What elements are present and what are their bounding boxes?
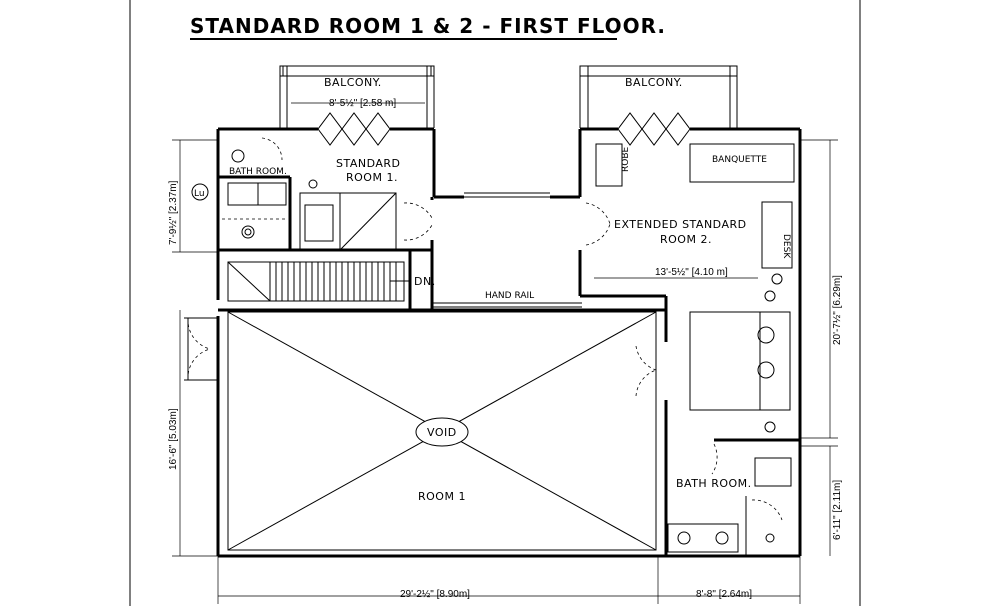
lu-label: Lu	[194, 189, 205, 199]
void-label: VOID	[427, 426, 457, 439]
standard-room-1-label-line2: ROOM 1.	[346, 171, 398, 184]
left-upper-dimension: 7'-9½" [2.37m]	[168, 180, 179, 245]
void-area	[218, 308, 666, 551]
right-upper-dimension: 20'-7½" [6.29m]	[832, 275, 843, 345]
balcony-right	[579, 65, 738, 128]
hand-rail-label: HAND RAIL	[485, 291, 534, 301]
bath-room-small-label: BATH ROOM.	[229, 167, 287, 177]
desk-label: DESK	[781, 234, 791, 259]
balcony-left	[279, 65, 435, 128]
bottom-right-dimension: 8'-8" [2.64m]	[696, 589, 752, 600]
left-exterior-door	[184, 317, 218, 381]
room-1-label: ROOM 1	[418, 490, 466, 503]
right-lower-dimension: 6'-11" [2.11m]	[832, 480, 843, 540]
staircase	[227, 250, 434, 310]
left-lower-dimension: 16'-6" [5.03m]	[168, 408, 179, 470]
exterior-walls	[216, 127, 802, 558]
robe-label: ROBE	[621, 146, 631, 172]
standard-room-1	[218, 137, 434, 252]
extended-room-2	[578, 143, 800, 556]
standard-room-1-label-line1: STANDARD	[336, 157, 401, 170]
balcony-left-dimension: 8'-5½" [2.58 m]	[329, 98, 396, 109]
bath-room-large-label: BATH ROOM.	[676, 477, 752, 490]
page-title: STANDARD ROOM 1 & 2 - FIRST FLOOR.	[190, 14, 666, 38]
bifold-door-left	[317, 112, 391, 146]
dim-left-lower	[172, 310, 218, 557]
extended-room-label-line1: EXTENDED STANDARD	[614, 218, 747, 231]
bottom-overall-dimension: 29'-2½" [8.90m]	[400, 589, 470, 600]
dim-left-upper	[172, 139, 218, 253]
balcony-right-label: BALCONY.	[625, 76, 683, 89]
dim-bottom	[217, 556, 801, 604]
dim-right-upper	[800, 139, 838, 439]
lu-marker	[191, 183, 209, 201]
room-2-dimension: 13'-5½" [4.10 m]	[655, 267, 728, 278]
banquette-label: BANQUETTE	[712, 155, 767, 165]
stairs-down-label: DN.	[414, 275, 436, 288]
dim-right-lower	[800, 445, 838, 556]
extended-room-label-line2: ROOM 2.	[660, 233, 712, 246]
bifold-door-right	[617, 112, 691, 146]
balcony-left-label: BALCONY.	[324, 76, 382, 89]
